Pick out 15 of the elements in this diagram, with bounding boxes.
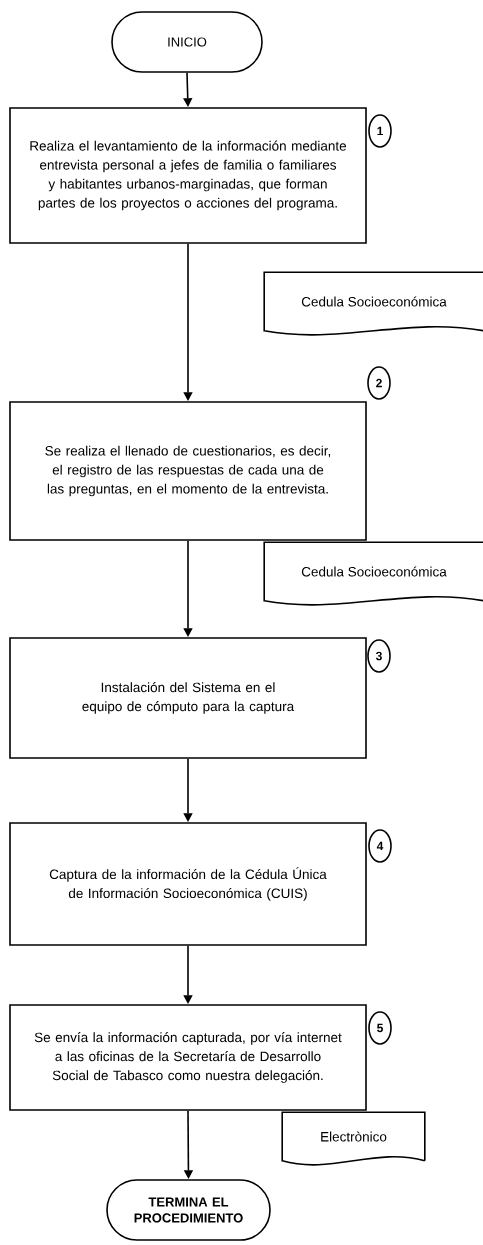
step-number: 5 — [368, 1011, 392, 1045]
process-box: Se envía la información capturada, por vía internet a las oficinas de la Secretaría de Desarrollo Social de Tabasco como nuestra delegación. — [9, 1004, 367, 1111]
step-number: 4 — [368, 829, 392, 863]
document-shape: Electrònico — [281, 1111, 426, 1166]
document-shape: Cedula Socioeconómica — [263, 541, 483, 606]
step-number: 1 — [368, 114, 392, 148]
step-number: 3 — [367, 639, 391, 673]
step-number: 2 — [367, 366, 391, 400]
process-box: Realiza el levantamiento de la información mediante entrevista personal a jefes de familia o familiares y habitantes urbanos-marginadas, que forman partes de los proyectos o acciones del programa. — [9, 107, 367, 244]
process-box: Instalación del Sistema en el equipo de cómputo para la captura — [9, 637, 367, 759]
terminal-box: TERMINA EL PROCEDIMIENTO — [106, 1179, 271, 1241]
terminal-box: INICIO — [111, 11, 263, 73]
process-box: Captura de la información de la Cédula Única de Información Socioeconómica (CUIS) — [9, 822, 367, 946]
process-box: Se realiza el llenado de cuestionarios, es decir, el registro de las respuestas de cada una de las preguntas, en el momento de la entrevista. — [9, 401, 367, 541]
document-shape: Cedula Socioeconómica — [263, 271, 483, 336]
